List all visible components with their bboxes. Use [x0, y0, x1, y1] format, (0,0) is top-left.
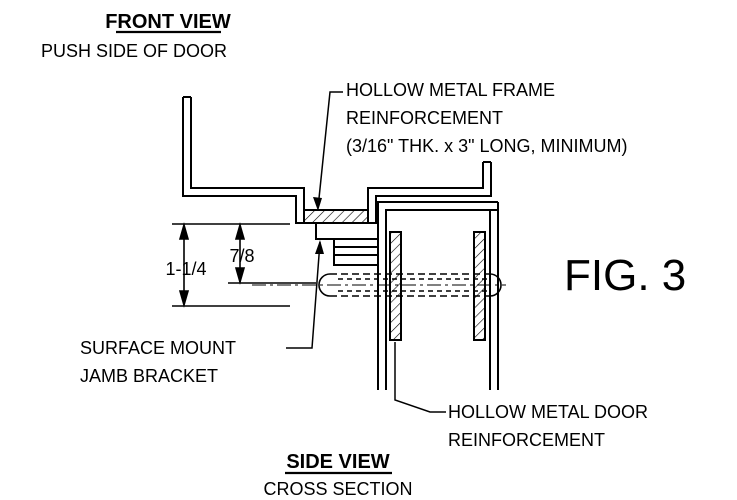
side-view-subtitle: CROSS SECTION [263, 479, 412, 499]
jamb-bracket [315, 222, 379, 266]
front-view-subtitle: PUSH SIDE OF DOOR [41, 41, 227, 61]
door-reinforcement-label-line1: HOLLOW METAL DOOR [448, 402, 648, 422]
jamb-bracket-arrowhead [315, 240, 324, 254]
frame-reinforcement-leader [317, 91, 343, 209]
frame-reinforcement-label-line2: REINFORCEMENT [346, 108, 503, 128]
dimension-overall [172, 222, 290, 308]
door-reinforcement-right [473, 231, 486, 341]
jamb-bracket-label-line2: JAMB BRACKET [80, 366, 218, 386]
figure-label: FIG. 3 [564, 251, 686, 300]
door-reinforcement-leader [394, 342, 446, 413]
through-bolt [318, 273, 502, 297]
frame-reinforcement-plate [303, 209, 369, 224]
side-view-title: SIDE VIEW [286, 451, 389, 473]
frame-reinforcement-label-line1: HOLLOW METAL FRAME [346, 80, 555, 100]
door-edge [377, 201, 499, 390]
jamb-bracket-label-line1: SURFACE MOUNT [80, 338, 236, 358]
door-reinforcement-label-line2: REINFORCEMENT [448, 430, 605, 450]
dimension-overall-label: 1-1/4 [165, 259, 206, 279]
jamb-bracket-leader [286, 241, 321, 349]
front-view-title: FRONT VIEW [105, 11, 231, 33]
frame-reinforcement-label-line3: (3/16" THK. x 3" LONG, MINIMUM) [346, 136, 628, 156]
dimension-inner-label: 7/8 [229, 246, 254, 266]
dimension-inner [228, 222, 316, 285]
door-reinforcement-left [389, 231, 402, 341]
frame-reinforcement-arrowhead [313, 197, 322, 211]
